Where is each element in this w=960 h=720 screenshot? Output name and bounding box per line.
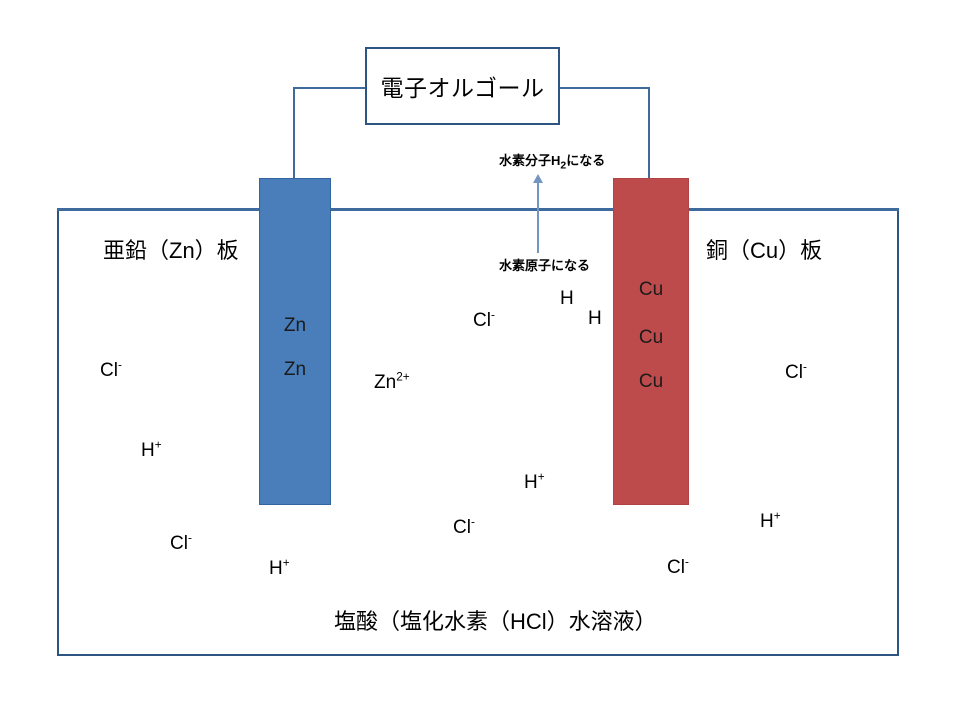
- hydrogen-molecule-note-after: になる: [566, 153, 606, 168]
- zinc-atom-label: Zn: [283, 359, 307, 380]
- species-symbol: Cl: [453, 517, 471, 538]
- species-charge: -: [187, 531, 192, 545]
- species-charge: -: [117, 358, 122, 372]
- species-label-h-ion: H+: [269, 556, 290, 580]
- wire-left-horizontal: [293, 87, 367, 89]
- hydrogen-molecule-note-before: 水素分子: [499, 153, 552, 168]
- species-label-h-atom: H: [588, 308, 602, 330]
- copper-electrode: Cu Cu Cu: [613, 178, 689, 505]
- species-charge: -: [684, 555, 689, 569]
- species-label-h-ion: H+: [760, 509, 781, 533]
- species-charge: -: [802, 360, 807, 374]
- species-symbol: H: [588, 308, 602, 329]
- species-symbol: Cl: [170, 533, 188, 554]
- species-label-cl-ion: Cl-: [473, 308, 495, 332]
- upward-arrow-shaft: [537, 183, 539, 253]
- wire-right-vertical: [648, 87, 650, 180]
- species-label-h-ion: H+: [524, 470, 545, 494]
- species-charge: +: [282, 556, 290, 570]
- solution-name-label: 塩酸（塩化水素（HCl）水溶液）: [334, 609, 657, 634]
- species-label-cl-ion: Cl-: [667, 555, 689, 579]
- upward-arrow-head: [533, 174, 543, 183]
- species-symbol: Cl: [100, 360, 118, 381]
- species-symbol: Zn: [374, 372, 397, 393]
- species-symbol: H: [524, 472, 538, 493]
- hydrogen-molecule-note-subscript: 2: [560, 160, 567, 172]
- hydrogen-molecule-note-element: H: [551, 153, 561, 168]
- species-symbol: H: [269, 558, 283, 579]
- species-label-cl-ion: Cl-: [170, 531, 192, 555]
- species-charge: 2+: [396, 370, 410, 384]
- copper-plate-name-label: 銅（Cu）板: [706, 238, 823, 263]
- species-label-h-ion: H+: [141, 438, 162, 462]
- species-charge: +: [154, 438, 162, 452]
- species-symbol: Cl: [785, 362, 803, 383]
- species-symbol: Cl: [473, 310, 491, 331]
- electronic-music-box: 電子オルゴール: [365, 47, 560, 125]
- species-label-cl-ion: Cl-: [453, 515, 475, 539]
- zinc-plate-name-label: 亜鉛（Zn）板: [103, 238, 239, 263]
- liquid-surface-line: [57, 208, 899, 211]
- species-charge: -: [490, 308, 495, 322]
- copper-atom-label: Cu: [638, 371, 664, 392]
- copper-atom-label: Cu: [638, 279, 664, 300]
- species-symbol: H: [560, 288, 574, 309]
- species-symbol: H: [760, 511, 774, 532]
- species-label-cl-ion: Cl-: [785, 360, 807, 384]
- zinc-electrode: Zn Zn: [259, 178, 331, 505]
- wire-left-vertical: [293, 87, 295, 180]
- copper-atom-label: Cu: [638, 327, 664, 348]
- species-charge: +: [773, 509, 781, 523]
- species-label-h-atom: H: [560, 288, 574, 310]
- species-symbol: Cl: [667, 557, 685, 578]
- wire-right-horizontal: [558, 87, 650, 89]
- species-charge: -: [470, 515, 475, 529]
- electronic-music-box-label: 電子オルゴール: [380, 75, 545, 101]
- species-label-zn-ion: Zn2+: [374, 370, 410, 394]
- species-label-cl-ion: Cl-: [100, 358, 122, 382]
- species-symbol: H: [141, 440, 155, 461]
- species-charge: +: [537, 470, 545, 484]
- solution-tank: [57, 208, 899, 656]
- zinc-atom-label: Zn: [283, 315, 307, 336]
- hydrogen-atom-note: 水素原子になる: [499, 258, 591, 273]
- hydrogen-molecule-note: 水素分子H2になる: [499, 150, 606, 172]
